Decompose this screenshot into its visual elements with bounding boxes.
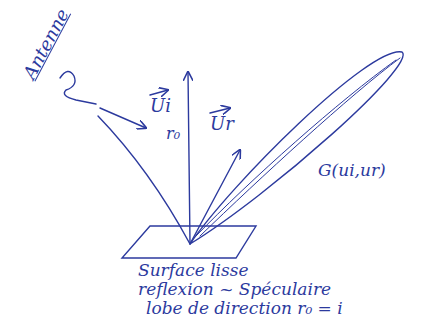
incident-ray [98, 116, 190, 244]
normal-line [188, 72, 190, 244]
reflected-arrow [190, 150, 240, 244]
gain-label: G(ui,ur) [318, 160, 386, 180]
reflection-lobe [190, 52, 403, 244]
lobe-shading [200, 58, 400, 236]
vector-arrow [210, 108, 230, 113]
lobe-shading [196, 60, 396, 236]
note-text: reflexion ~ Spéculaire [138, 279, 331, 299]
antenna-label: Antenne [19, 6, 72, 83]
angle-label: r₀ [166, 124, 180, 144]
vector-arrow [150, 90, 168, 95]
smooth-surface [122, 226, 256, 258]
vector-label: Ur [210, 114, 234, 134]
note-text: Surface lisse [138, 260, 249, 280]
vector-label: Ui [150, 96, 171, 116]
note-text: lobe de direction r₀ = i [146, 298, 343, 318]
antenna-squiggle [60, 71, 96, 104]
